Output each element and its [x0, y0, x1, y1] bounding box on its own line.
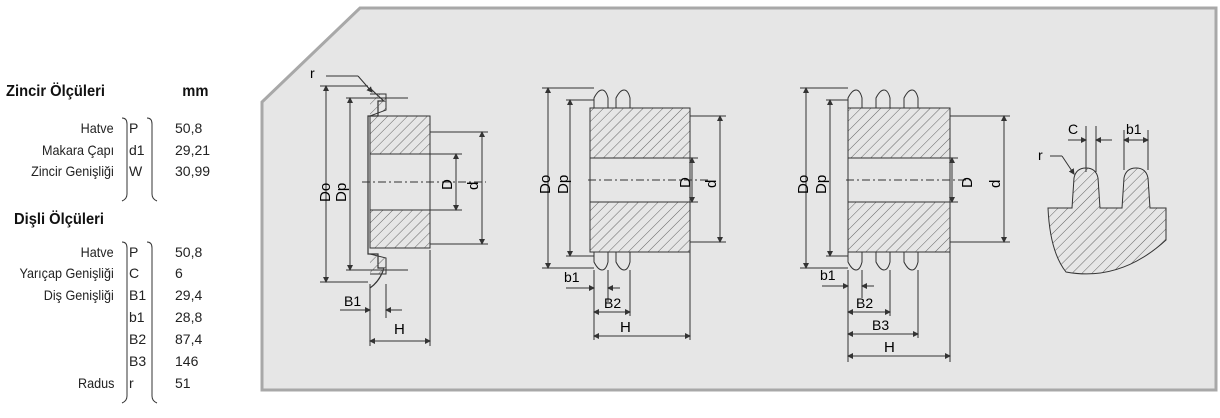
- row-label: Yarıçap Genişliği: [19, 265, 114, 281]
- label-dp-3: Dp: [813, 175, 830, 194]
- label-b1-small-3: b1: [820, 267, 836, 283]
- row-symbol: P: [129, 120, 139, 136]
- tooth-profile-detail: [1047, 126, 1167, 275]
- row-symbol: b1: [129, 309, 145, 325]
- row-value: 87,4: [175, 331, 203, 347]
- triple-sprocket: [800, 87, 1010, 362]
- label-b3-3: B3: [872, 317, 889, 333]
- row-value: 146: [175, 353, 199, 369]
- sprocket-row-b3: B3 146: [0, 351, 250, 371]
- label-d-bore-2: D: [677, 177, 694, 188]
- row-symbol: W: [129, 163, 143, 179]
- row-value: 51: [175, 375, 191, 391]
- sprocket-row-b2: B2 87,4: [0, 329, 250, 349]
- row-symbol: P: [129, 244, 139, 260]
- label-d-hub-3: d: [987, 180, 1004, 188]
- label-do-2: Do: [537, 175, 554, 194]
- label-b2-3: B2: [856, 295, 873, 311]
- label-d-bore-3: D: [959, 177, 976, 188]
- spec-table: Zincir Ölçüleri mm Hatve P 50,8 Makara Ç…: [0, 0, 250, 418]
- row-value: 29,4: [175, 287, 203, 303]
- row-label: Makara Çapı: [41, 142, 114, 158]
- label-d-hub-1: d: [465, 182, 482, 190]
- row-value: 50,8: [175, 120, 203, 136]
- single-sprocket: [320, 75, 488, 346]
- label-d-bore-1: D: [439, 179, 456, 190]
- sprocket-row-radius: Radus r 51: [0, 373, 250, 393]
- label-dp-2: Dp: [555, 175, 572, 194]
- label-h-2: H: [620, 319, 631, 336]
- chain-row-pitch: Hatve P 50,8: [0, 118, 250, 138]
- label-b1-small-detail: b1: [1126, 121, 1142, 137]
- sprocket-row-pitch: Hatve P 50,8: [0, 242, 250, 262]
- label-r-detail: r: [1038, 147, 1043, 163]
- row-value: 30,99: [175, 163, 211, 179]
- row-value: 50,8: [175, 244, 203, 260]
- label-do-3: Do: [795, 175, 812, 194]
- sprocket-row-tooth-width: Diş Genişliği B1 29,4: [0, 285, 250, 305]
- row-value: 6: [175, 265, 183, 281]
- chain-row-chain-width: Zincir Genişliği W 30,99: [0, 161, 250, 181]
- sprocket-section-title: Dişli Ölçüleri: [14, 211, 104, 228]
- label-d-hub-2: d: [703, 180, 720, 188]
- row-symbol: B2: [129, 331, 147, 347]
- sprocket-drawing: r Do Dp D d B1 H Do Dp D d b: [260, 6, 1218, 392]
- label-h-1: H: [394, 321, 405, 338]
- label-dp-1: Dp: [333, 183, 350, 202]
- label-b1-1: B1: [344, 293, 361, 309]
- chain-section-title: Zincir Ölçüleri: [6, 83, 105, 100]
- label-do-1: Do: [317, 183, 334, 202]
- row-label: Hatve: [81, 120, 114, 136]
- row-label: Hatve: [81, 244, 114, 260]
- row-label: Zincir Genişliği: [31, 163, 114, 179]
- unit-label: mm: [182, 83, 209, 100]
- drawing-panel: [260, 6, 1218, 392]
- row-label: Radus: [77, 375, 114, 391]
- row-value: 28,8: [175, 309, 203, 325]
- row-symbol: r: [129, 375, 134, 391]
- sprocket-row-b1: b1 28,8: [0, 307, 250, 327]
- row-symbol: d1: [129, 142, 145, 158]
- chain-row-roller-diameter: Makara Çapı d1 29,21: [0, 140, 250, 160]
- row-label: Diş Genişliği: [43, 287, 114, 303]
- label-b1-small-2: b1: [564, 269, 580, 285]
- row-symbol: B3: [129, 353, 147, 369]
- double-sprocket: [542, 87, 726, 340]
- label-b2-2: B2: [604, 295, 621, 311]
- row-symbol: C: [129, 265, 140, 281]
- row-symbol: B1: [129, 287, 147, 303]
- sprocket-row-radius-width: Yarıçap Genişliği C 6: [0, 263, 250, 283]
- label-c-detail: C: [1068, 121, 1078, 137]
- label-r-1: r: [310, 65, 315, 81]
- row-value: 29,21: [175, 142, 211, 158]
- label-h-3: H: [884, 339, 895, 356]
- table-braces: [121, 117, 158, 404]
